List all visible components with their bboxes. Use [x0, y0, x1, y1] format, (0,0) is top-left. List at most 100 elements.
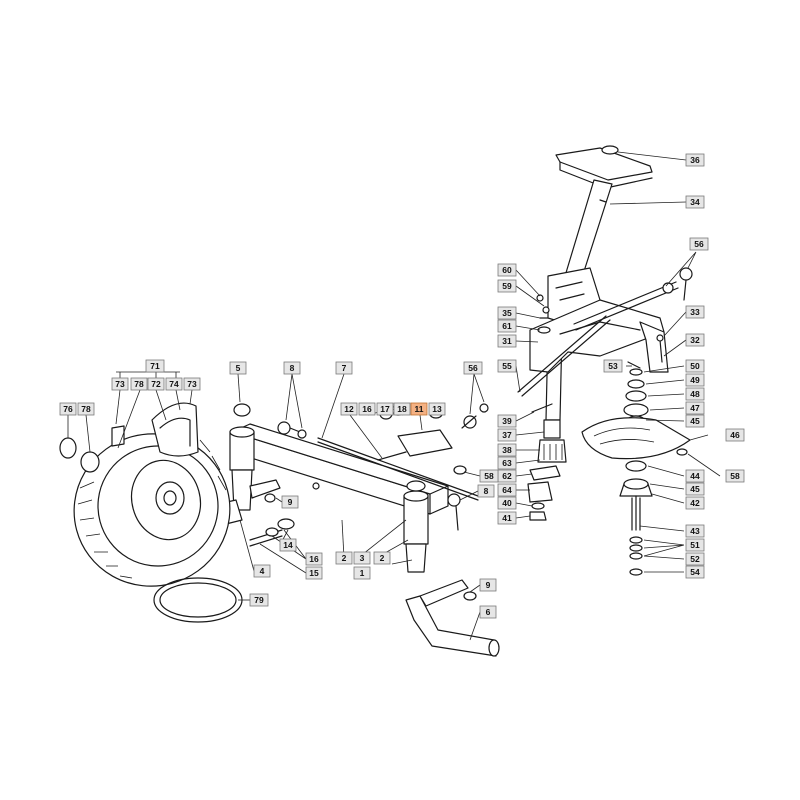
callout-label: 16: [362, 404, 372, 414]
callout-c38[interactable]: 38: [497, 443, 517, 457]
callout-label: 4: [260, 566, 265, 576]
callout-label: 51: [690, 540, 700, 550]
callout-c11[interactable]: 11: [410, 402, 428, 416]
callout-c17[interactable]: 17: [376, 402, 394, 416]
callout-label: 78: [134, 379, 144, 389]
callout-c7[interactable]: 7: [335, 361, 353, 375]
callout-c3[interactable]: 3: [353, 551, 371, 565]
callout-label: 34: [690, 197, 700, 207]
callout-label: 52: [690, 554, 700, 564]
callout-c73b[interactable]: 73: [183, 377, 201, 391]
callout-c1[interactable]: 1: [353, 566, 371, 580]
callout-c9a[interactable]: 9: [281, 495, 299, 509]
callout-label: 78: [81, 404, 91, 414]
callout-label: 54: [690, 567, 700, 577]
callout-c56a[interactable]: 56: [689, 237, 709, 251]
callout-label: 3: [360, 553, 365, 563]
callout-label: 5: [236, 363, 241, 373]
callout-c55[interactable]: 55: [497, 359, 517, 373]
callout-label: 2: [342, 553, 347, 563]
callout-c56b[interactable]: 56: [463, 361, 483, 375]
callout-c48[interactable]: 48: [685, 387, 705, 401]
callout-c62[interactable]: 62: [497, 469, 517, 483]
callout-c2a[interactable]: 2: [335, 551, 353, 565]
callout-label: 56: [468, 363, 478, 373]
callout-c76[interactable]: 76: [59, 402, 77, 416]
pinion-stack: [527, 403, 567, 521]
callout-c51[interactable]: 51: [685, 538, 705, 552]
callout-c6[interactable]: 6: [479, 605, 497, 619]
callout-label: 8: [290, 363, 295, 373]
callout-label: 9: [486, 580, 491, 590]
sector-gear-stack: [581, 368, 691, 576]
callout-c58b[interactable]: 58: [725, 469, 745, 483]
callout-c60[interactable]: 60: [497, 263, 517, 277]
callout-c45a[interactable]: 45: [685, 414, 705, 428]
callout-label: 56: [694, 239, 704, 249]
callout-c52[interactable]: 52: [685, 552, 705, 566]
callout-label: 35: [502, 308, 512, 318]
callout-label: 79: [254, 595, 264, 605]
callout-c74[interactable]: 74: [165, 377, 183, 391]
callout-label: 71: [150, 361, 160, 371]
callout-label: 2: [380, 553, 385, 563]
callout-c71[interactable]: 71: [145, 359, 165, 373]
callout-c15[interactable]: 15: [305, 566, 323, 580]
callout-label: 8: [484, 486, 489, 496]
callout-c36[interactable]: 36: [685, 153, 705, 167]
callout-c64[interactable]: 64: [497, 483, 517, 497]
callout-label: 55: [502, 361, 512, 371]
callout-c16b[interactable]: 16: [305, 552, 323, 566]
callout-c79[interactable]: 79: [249, 593, 269, 607]
callout-c47[interactable]: 47: [685, 401, 705, 415]
callout-c37[interactable]: 37: [497, 428, 517, 442]
callout-c16a[interactable]: 16: [358, 402, 376, 416]
callout-c72[interactable]: 72: [147, 377, 165, 391]
callout-label: 37: [502, 430, 512, 440]
callout-label: 48: [690, 389, 700, 399]
callout-label: 45: [690, 416, 700, 426]
callout-c35[interactable]: 35: [497, 306, 517, 320]
callout-c31[interactable]: 31: [497, 334, 517, 348]
callout-c41[interactable]: 41: [497, 511, 517, 525]
callout-c45b[interactable]: 45: [685, 482, 705, 496]
callout-label: 42: [690, 498, 700, 508]
callout-c4[interactable]: 4: [253, 564, 271, 578]
callout-c39[interactable]: 39: [497, 414, 517, 428]
callout-label: 31: [502, 336, 512, 346]
callout-c33[interactable]: 33: [685, 305, 705, 319]
callout-c61[interactable]: 61: [497, 319, 517, 333]
callout-c32[interactable]: 32: [685, 333, 705, 347]
callout-c50[interactable]: 50: [685, 359, 705, 373]
callout-c73a[interactable]: 73: [111, 377, 129, 391]
callout-c59[interactable]: 59: [497, 279, 517, 293]
callout-c13[interactable]: 13: [428, 402, 446, 416]
callout-c44[interactable]: 44: [685, 469, 705, 483]
callout-c18[interactable]: 18: [393, 402, 411, 416]
callout-c5[interactable]: 5: [229, 361, 247, 375]
callout-label: 53: [608, 361, 618, 371]
callout-c34[interactable]: 34: [685, 195, 705, 209]
callout-c40[interactable]: 40: [497, 496, 517, 510]
callout-c43[interactable]: 43: [685, 524, 705, 538]
callout-label: 61: [502, 321, 512, 331]
callout-c53[interactable]: 53: [603, 359, 623, 373]
callout-label: 49: [690, 375, 700, 385]
callout-c2b[interactable]: 2: [373, 551, 391, 565]
callout-c12[interactable]: 12: [340, 402, 358, 416]
callout-c8b[interactable]: 8: [477, 484, 495, 498]
callout-c8a[interactable]: 8: [283, 361, 301, 375]
callout-c14[interactable]: 14: [279, 538, 297, 552]
front-wheel: [59, 402, 243, 623]
callout-c9b[interactable]: 9: [479, 578, 497, 592]
callout-c42[interactable]: 42: [685, 496, 705, 510]
callout-c54[interactable]: 54: [685, 565, 705, 579]
callout-label: 32: [690, 335, 700, 345]
callout-c78a[interactable]: 78: [130, 377, 148, 391]
callout-c46[interactable]: 46: [725, 428, 745, 442]
callout-c49[interactable]: 49: [685, 373, 705, 387]
callout-c63[interactable]: 63: [497, 456, 517, 470]
callout-c78b[interactable]: 78: [77, 402, 95, 416]
callout-c58a[interactable]: 58: [479, 469, 499, 483]
